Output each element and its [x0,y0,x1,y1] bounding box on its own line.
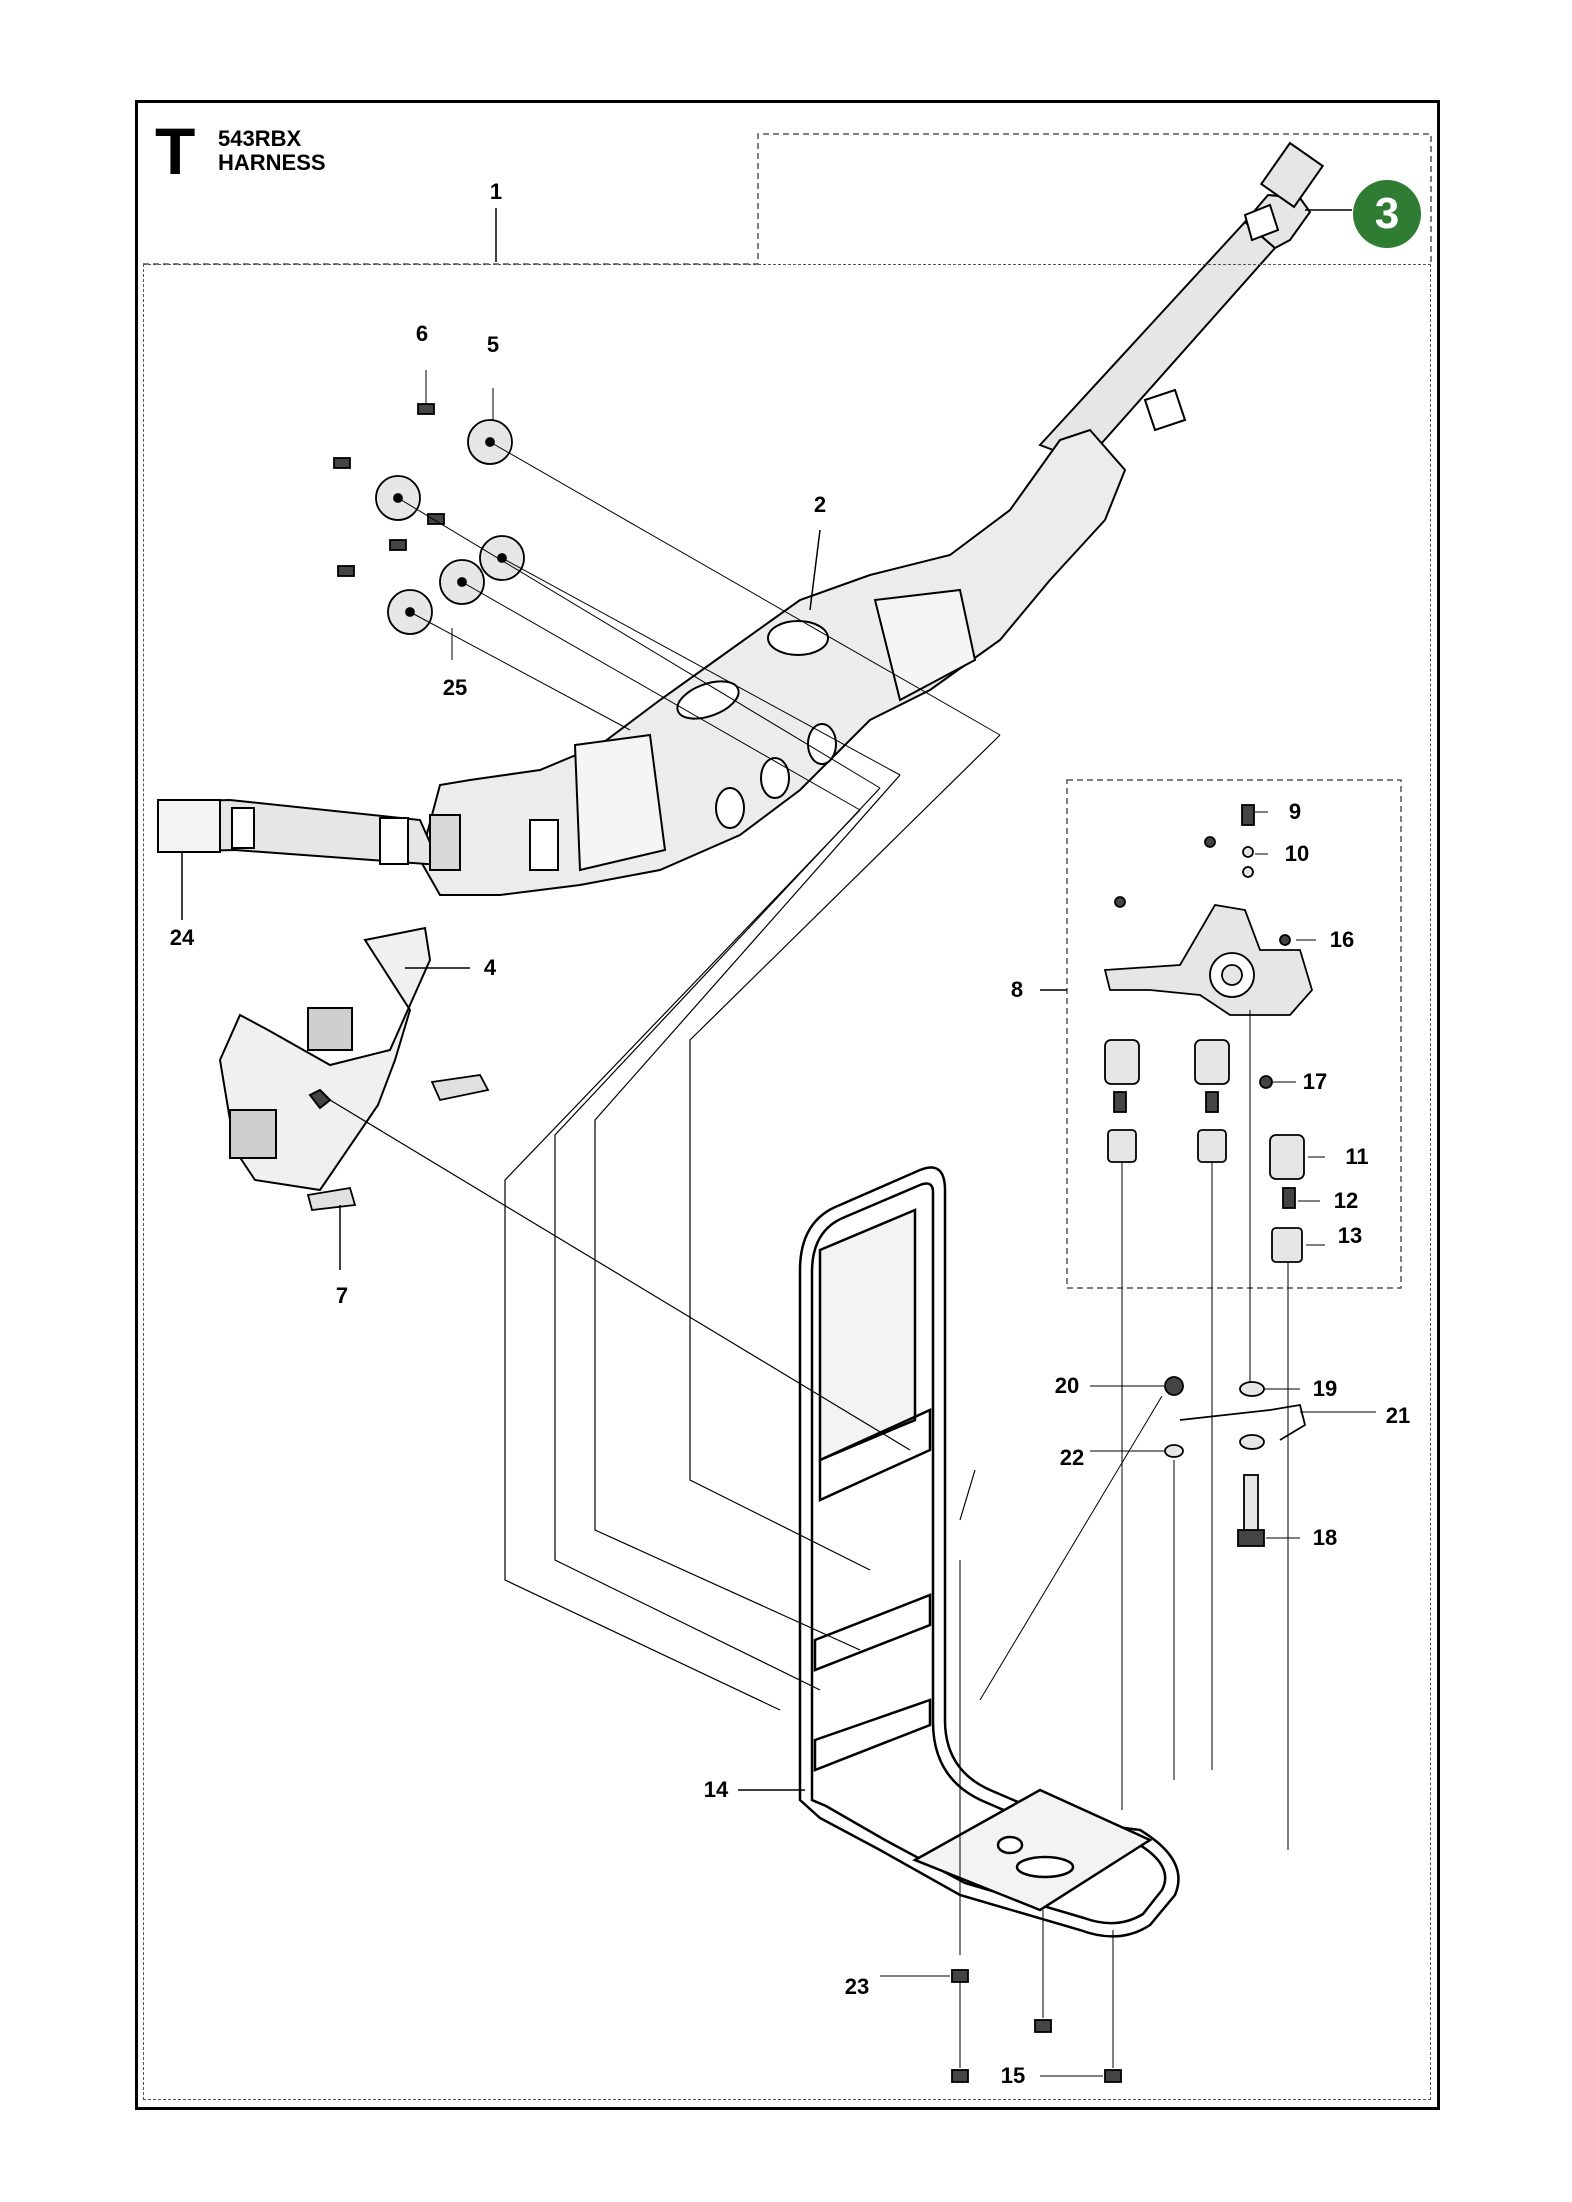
leader-2 [809,529,821,611]
callout-13: 13 [1337,1223,1363,1248]
callout-10: 10 [1284,841,1310,866]
callout-20: 20 [1054,1373,1080,1398]
bolts-15-23 [951,1969,1122,2083]
badge-3: 3 [1353,180,1421,248]
shoulder-strap-3 [1038,141,1325,464]
callout-11: 11 [1345,1144,1369,1169]
washer-leader-lines [397,370,1001,811]
callout-15: 15 [1000,2063,1026,2088]
callout-23: 23 [844,1974,870,1999]
hardware-18-22 [1164,1376,1307,1547]
frame-14 [798,1166,1180,1938]
callout-2: 2 [813,492,827,517]
outer-frame [135,100,1440,2110]
callout-4: 4 [483,955,497,980]
callout-16: 16 [1329,927,1355,952]
callout-7: 7 [335,1283,349,1308]
callout-12: 12 [1333,1188,1359,1213]
page-title: HARNESS [218,150,326,175]
callout-25: 25 [442,675,468,700]
callout-21: 21 [1385,1403,1411,1428]
suspension-leaders [1121,811,1325,1850]
springs-11 [1104,1039,1305,1180]
waist-belt-24 [157,798,559,871]
hardware-leaders [979,1385,1376,1780]
callout-14: 14 [703,1777,729,1802]
harness-pad-2 [418,428,1127,896]
routing-lines [329,734,1001,1711]
suspension-assembly-8-boundary [1066,779,1402,1289]
callout-9: 9 [1288,799,1302,824]
assembly-1-inner-frame [143,264,1431,2100]
callout-24: 24 [169,925,195,950]
callout-6: 6 [415,321,429,346]
back-plate-4 [218,926,432,1192]
suspension-parts [1103,804,1314,1263]
section-letter: T [155,114,196,188]
washers-and-screws [333,403,525,635]
bushings-13 [1107,1129,1303,1263]
callout-22: 22 [1059,1445,1085,1470]
callout-18: 18 [1312,1525,1338,1550]
callout-5: 5 [486,332,500,357]
bolt-leaders [880,1560,1114,2077]
model-number: 543RBX [218,126,302,151]
callout-1: 1 [489,179,503,204]
callout-19: 19 [1312,1376,1338,1401]
clips-7 [306,1074,490,1211]
callout-17: 17 [1302,1069,1328,1094]
callout-8: 8 [1010,977,1024,1002]
